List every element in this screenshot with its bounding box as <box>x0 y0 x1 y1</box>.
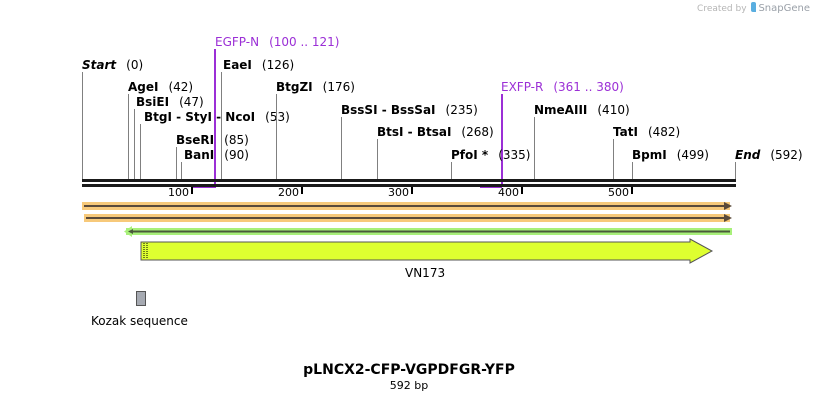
enzyme-btgzi-line <box>276 94 277 180</box>
enzyme-bsssi-bsssai[interactable]: BssSI - BssSaI(235) <box>341 103 478 117</box>
feature-kozak-box[interactable] <box>136 291 146 306</box>
ruler-label-300: 300 <box>388 186 409 199</box>
start-line <box>82 72 83 180</box>
enzyme-pfoi[interactable]: PfoI *(335) <box>451 148 531 162</box>
enzyme-btgi-styi-ncoi[interactable]: BtgI - StyI - NcoI(53) <box>144 110 290 124</box>
enzyme-btgi-line <box>140 124 141 180</box>
dna-top-strand[interactable] <box>82 179 736 182</box>
primer-exfp-r-label[interactable]: EXFP-R(361 .. 380) <box>501 80 624 94</box>
enzyme-btsi-btsai[interactable]: BtsI - BtsaI(268) <box>377 125 494 139</box>
start-label: Start(0) <box>82 58 144 72</box>
enzyme-agei-line <box>128 94 129 180</box>
enzyme-pfoi-line <box>451 162 452 180</box>
credit-brand: SnapGene <box>758 3 810 14</box>
primer-egfp-n-arrow[interactable] <box>192 186 216 188</box>
ruler-label-100: 100 <box>168 186 189 199</box>
enzyme-bani[interactable]: BanI(90) <box>184 148 249 162</box>
ruler-tick-400 <box>521 187 523 194</box>
enzyme-bseri-line <box>176 147 177 180</box>
enzyme-agei[interactable]: AgeI(42) <box>128 80 194 94</box>
enzyme-bsiei[interactable]: BsiEI(47) <box>136 95 204 109</box>
enzyme-nmeaiii-line <box>534 117 535 180</box>
enzyme-eaei[interactable]: EaeI(126) <box>223 58 295 72</box>
orf-arrows[interactable] <box>80 200 740 240</box>
primer-egfp-n-line <box>214 49 216 187</box>
enzyme-bsiei-line <box>134 109 135 180</box>
primer-egfp-n-label[interactable]: EGFP-N(100 .. 121) <box>215 35 340 49</box>
ruler-tick-500 <box>631 187 633 194</box>
enzyme-nmeaiii[interactable]: NmeAIII(410) <box>534 103 630 117</box>
snapgene-credit: Created by SnapGene <box>697 2 810 14</box>
enzyme-tati-line <box>613 139 614 180</box>
map-length: 592 bp <box>389 379 429 392</box>
snapgene-logo-icon <box>751 2 757 12</box>
ruler-label-400: 400 <box>498 186 519 199</box>
enzyme-tati[interactable]: TatI(482) <box>613 125 681 139</box>
ruler-tick-100 <box>191 187 193 194</box>
dna-bottom-strand[interactable] <box>82 184 736 187</box>
feature-vn173-label: VN173 <box>405 266 446 280</box>
enzyme-bseri[interactable]: BseRI(85) <box>176 133 249 147</box>
enzyme-eaei-line <box>221 72 222 180</box>
enzyme-bsssi-line <box>341 117 342 180</box>
feature-vn173-arrow[interactable] <box>140 238 720 268</box>
feature-kozak-label: Kozak sequence <box>91 314 188 328</box>
enzyme-btsi-line <box>377 139 378 180</box>
enzyme-bpmi-line <box>632 162 633 180</box>
primer-exfp-r-line <box>501 94 503 187</box>
ruler-label-200: 200 <box>278 186 299 199</box>
ruler-tick-200 <box>301 187 303 194</box>
end-line <box>735 162 736 180</box>
ruler-tick-300 <box>411 187 413 194</box>
ruler-label-500: 500 <box>608 186 629 199</box>
primer-exfp-r-arrow[interactable] <box>480 186 502 188</box>
enzyme-bani-line <box>181 162 182 180</box>
credit-prefix: Created by <box>697 4 747 14</box>
map-title: pLNCX2-CFP-VGPDFGR-YFP <box>303 362 515 378</box>
enzyme-bpmi[interactable]: BpmI(499) <box>632 148 709 162</box>
enzyme-btgzi[interactable]: BtgZI(176) <box>276 80 355 94</box>
end-label: End(592) <box>735 148 803 162</box>
